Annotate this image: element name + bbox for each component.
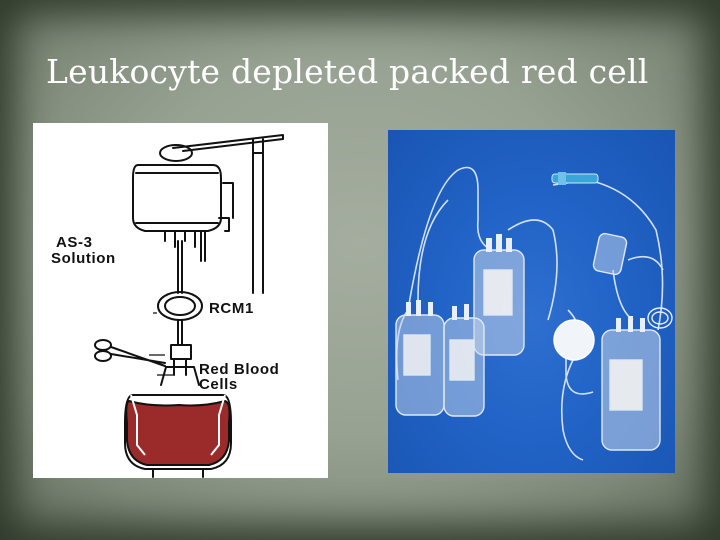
slide-title: Leukocyte depleted packed red cell <box>46 52 649 91</box>
label-solution: Solution <box>51 250 116 267</box>
scissors-icon <box>94 339 166 367</box>
hanger-hook <box>159 144 193 162</box>
bag-small <box>592 232 628 276</box>
tubing <box>407 166 489 311</box>
rcm1-filter <box>157 291 203 321</box>
line-clamp <box>170 344 192 360</box>
label-rcm1: RCM1 <box>209 300 254 317</box>
label-red-blood: Red Blood <box>199 361 280 378</box>
blood-bag-set-photo <box>388 130 675 473</box>
stand-pole <box>252 138 264 294</box>
leukocyte-filter <box>553 319 595 361</box>
bag-ports <box>164 230 206 262</box>
blood-bag-diagram: AS-3 Solution RCM1 Red Blood Cells <box>33 123 328 478</box>
additive-bag <box>132 164 222 232</box>
label-as3: AS-3 <box>56 234 93 251</box>
photo-drawing <box>395 166 673 461</box>
main-tubing <box>177 240 183 294</box>
hanger-bar <box>172 134 284 152</box>
red-blood-cells-fill <box>125 399 231 466</box>
label-cells: Cells <box>199 376 238 393</box>
diagram-drawing <box>94 134 284 478</box>
coiled-tubing <box>647 307 673 329</box>
